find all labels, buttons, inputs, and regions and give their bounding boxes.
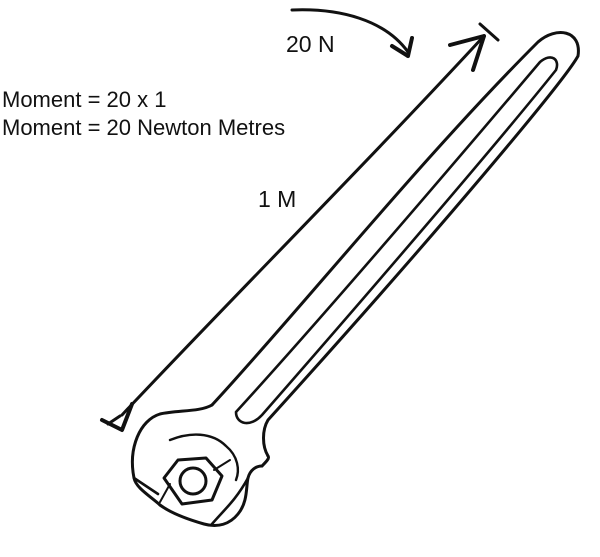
moment-result: Moment = 20 Newton Metres bbox=[2, 115, 286, 140]
double-headed-dimension-arrow-icon bbox=[100, 22, 500, 432]
curved-force-arrow-icon bbox=[290, 8, 414, 58]
wrench-icon bbox=[130, 31, 580, 528]
force-label: 20 N bbox=[286, 31, 335, 57]
moment-equation: Moment = 20 x 1 bbox=[2, 87, 167, 112]
distance-label: 1 M bbox=[258, 186, 297, 212]
hex-nut-icon bbox=[159, 456, 231, 506]
